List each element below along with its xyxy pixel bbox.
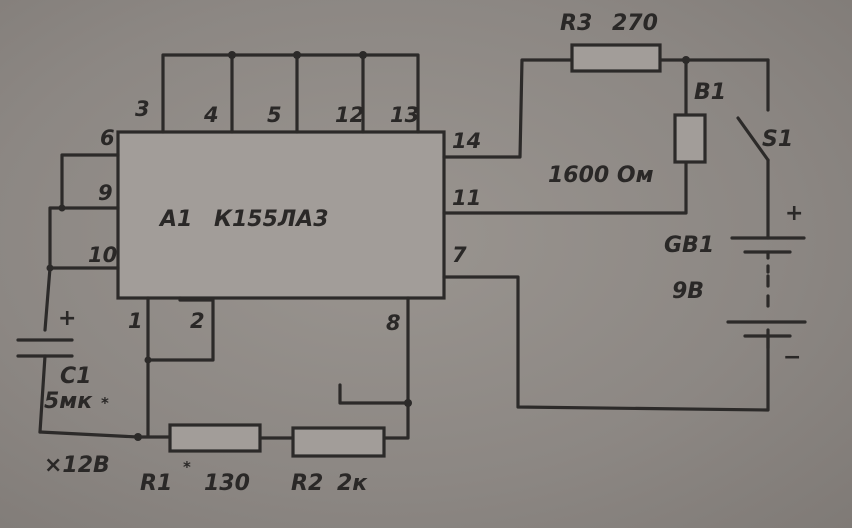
resistor-r2	[291, 426, 386, 458]
pin-label-10: 10	[88, 243, 117, 267]
r1-mark: *	[183, 458, 191, 476]
top-bus-wires	[161, 51, 420, 134]
pin-label-1: 1	[128, 309, 143, 333]
b1-value: 1600 Ом	[548, 163, 654, 188]
b1-ref: B1	[694, 80, 726, 105]
r2-value: 2к	[337, 471, 368, 496]
right-side-wires	[442, 56, 770, 412]
junction-dot	[58, 204, 66, 212]
pin-label-11: 11	[452, 186, 481, 210]
pin-label-12: 12	[335, 103, 364, 127]
chip-type: К155ЛА3	[214, 207, 329, 232]
junction-dot	[144, 356, 152, 364]
resistor-r1	[168, 423, 262, 453]
capacitor-c1	[16, 338, 140, 439]
pin-label-6: 6	[100, 126, 115, 150]
junction-dot	[46, 264, 54, 272]
pin-label-7: 7	[452, 243, 467, 267]
r3-ref: R3	[560, 11, 592, 36]
pin-label-13: 13	[390, 103, 419, 127]
chip-ref: A1	[158, 207, 192, 232]
battery-gb1	[726, 236, 807, 350]
pin-label-2: 2	[190, 309, 205, 333]
bottom-wires	[134, 296, 412, 441]
switch-s1	[736, 116, 770, 240]
junction-dot	[293, 51, 301, 59]
c1-value: 5мк	[44, 389, 93, 414]
c1-voltage: ×12В	[44, 453, 110, 478]
pin-label-3: 3	[135, 97, 150, 121]
pin-label-9: 9	[98, 181, 113, 205]
capsule-b1	[673, 113, 707, 164]
c1-ref: C1	[60, 364, 91, 389]
c1-plus: +	[58, 306, 76, 331]
c1-mark: *	[101, 394, 109, 412]
r1-value: 130	[204, 471, 250, 496]
pin-label-4: 4	[203, 103, 219, 127]
r1-ref: R1	[140, 471, 172, 496]
pin-label-5: 5	[267, 103, 282, 127]
s1-ref: S1	[762, 127, 793, 152]
r3-value: 270	[612, 11, 658, 36]
junction-dot	[359, 51, 367, 59]
r2-ref: R2	[291, 471, 323, 496]
junction-dot	[404, 399, 412, 407]
pin-label-14: 14	[452, 129, 481, 153]
left-side-wires	[43, 153, 120, 332]
chip-body	[116, 130, 446, 300]
gb1-value: 9В	[672, 279, 704, 304]
gb1-plus: +	[785, 201, 803, 226]
resistor-r3	[570, 43, 662, 73]
gb1-minus: −	[783, 345, 801, 370]
gb1-ref: GB1	[664, 233, 714, 258]
pin-label-8: 8	[386, 311, 401, 335]
junction-dot	[228, 51, 236, 59]
